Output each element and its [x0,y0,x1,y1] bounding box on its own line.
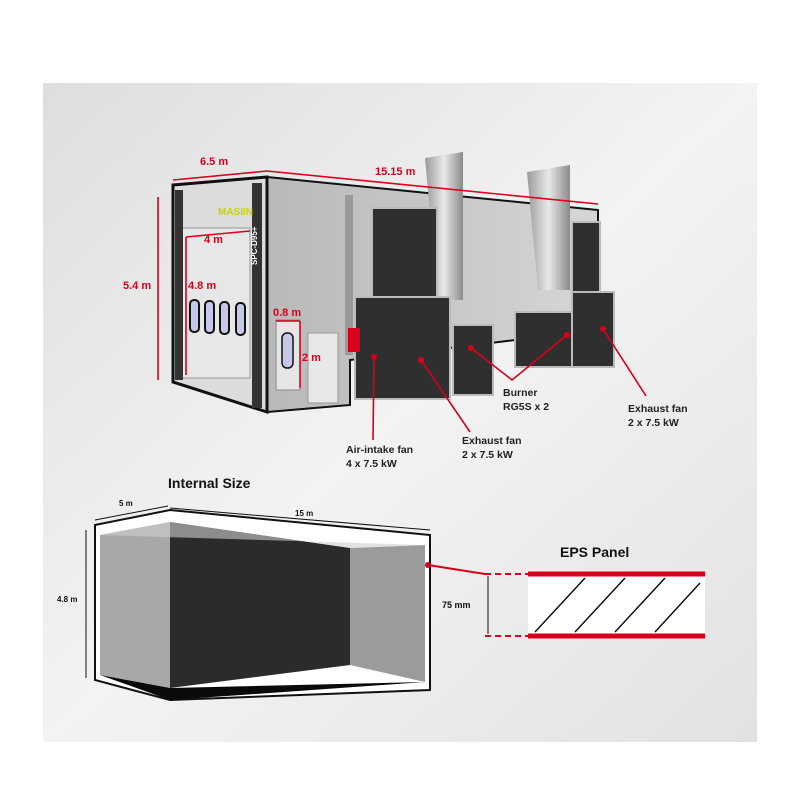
brand-logo: MASIIN [218,207,253,218]
internal-height-label: 4.8 m [57,595,77,604]
exhaust-fan-2-spec: 2 x 7.5 kW [628,417,679,429]
internal-dimension-lines [85,505,431,678]
eps-thickness-label: 75 mm [442,600,471,610]
burner-title: Burner [503,387,537,399]
eps-panel-title: EPS Panel [560,544,629,560]
booth-length-label: 15.15 m [375,166,416,178]
callout-lines [371,326,647,441]
internal-box [94,508,431,702]
burner-spec: RG5S x 2 [503,401,549,413]
internal-size-title: Internal Size [168,475,251,491]
booth-height-label: 5.4 m [123,280,151,292]
side-door-width-label: 0.8 m [273,307,301,319]
model-label: SPC-D95+ [250,226,259,265]
exhaust-fan-2-title: Exhaust fan [628,403,688,415]
door-width-label: 4 m [204,234,223,246]
internal-width-label: 5 m [119,499,133,508]
air-intake-fan-title: Air-intake fan [346,444,413,456]
door-height-label: 4.8 m [188,280,216,292]
air-intake-fan-spec: 4 x 7.5 kW [346,458,397,470]
exhaust-fan-1-spec: 2 x 7.5 kW [462,449,513,461]
booth-dimensions [157,170,599,388]
side-door-height-label: 2 m [302,352,321,364]
exhaust-fan-1-title: Exhaust fan [462,435,522,447]
internal-length-label: 15 m [295,509,313,518]
eps-panel-section [425,562,705,639]
booth-width-label: 6.5 m [200,156,228,168]
